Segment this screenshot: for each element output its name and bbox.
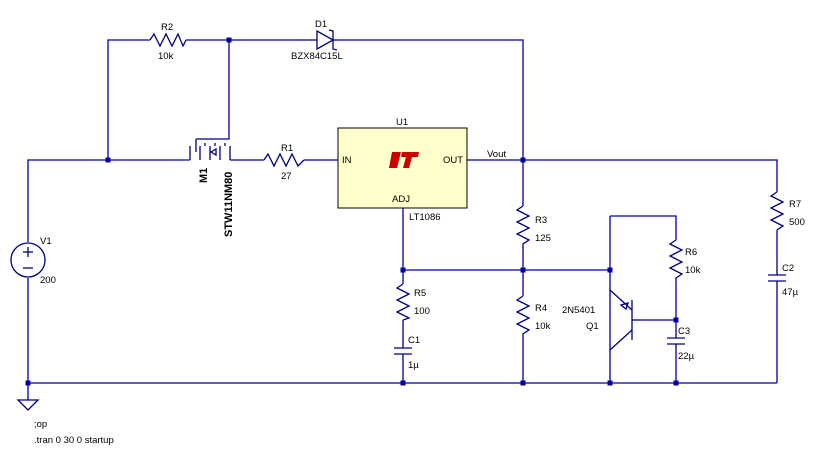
resistor-r3[interactable]: [515, 205, 531, 250]
v1-value: 200: [40, 275, 56, 286]
c1-value: 1µ: [408, 360, 419, 371]
c3-value: 22µ: [678, 351, 695, 362]
v1-ref: V1: [40, 236, 52, 247]
r5-ref: R5: [414, 288, 426, 299]
m1-ref: M1: [198, 168, 210, 183]
c2-ref: C2: [782, 263, 794, 274]
capacitor-c3[interactable]: [667, 330, 685, 352]
junctions: [25, 37, 679, 386]
u1-pin-in: IN: [342, 155, 352, 166]
r2-value: 10k: [158, 51, 174, 62]
zener-diode-d1[interactable]: [300, 29, 338, 51]
c3-ref: C3: [678, 326, 690, 337]
resistor-r1[interactable]: [263, 152, 305, 168]
vout-net-label: Vout: [487, 149, 506, 160]
resistor-r5[interactable]: [395, 283, 411, 321]
capacitor-c1[interactable]: [394, 340, 412, 362]
transistor-q1[interactable]: [609, 289, 640, 351]
capacitor-c2[interactable]: [768, 262, 786, 292]
mosfet-m1[interactable]: [189, 138, 231, 160]
q1-value: 2N5401: [562, 305, 595, 316]
q1-ref: Q1: [586, 321, 599, 332]
r4-value: 10k: [535, 321, 551, 332]
voltage-source-v1[interactable]: [10, 242, 46, 278]
d1-value: BZX84C15L: [291, 51, 343, 62]
c1-ref: C1: [408, 335, 420, 346]
m1-value: STW11NM80: [223, 172, 235, 237]
r6-ref: R6: [685, 247, 697, 258]
u1-pin-adj: ADJ: [392, 194, 410, 205]
resistor-r4[interactable]: [515, 295, 531, 336]
resistor-r2[interactable]: [149, 32, 187, 48]
u1-ref: U1: [396, 117, 408, 128]
spice-directive-tran[interactable]: .tran 0 30 0 startup: [34, 435, 114, 446]
r4-ref: R4: [535, 303, 547, 314]
spice-directive-op[interactable]: ;op: [34, 419, 47, 430]
r6-value: 10k: [685, 265, 701, 276]
u1-value: LT1086: [409, 212, 441, 223]
r1-value: 27: [281, 171, 292, 182]
r7-ref: R7: [789, 199, 801, 210]
r3-ref: R3: [535, 215, 547, 226]
wires: [27, 39, 778, 400]
resistor-r7[interactable]: [769, 191, 785, 231]
regulator-u1[interactable]: [337, 127, 468, 209]
r2-ref: R2: [161, 22, 173, 33]
resistor-r6[interactable]: [668, 239, 684, 282]
d1-ref: D1: [315, 19, 327, 30]
c2-value: 47µ: [782, 287, 799, 298]
lt-logo-icon: [389, 152, 419, 168]
r3-value: 125: [535, 233, 551, 244]
r5-value: 100: [414, 306, 430, 317]
r1-ref: R1: [281, 143, 293, 154]
u1-pin-out: OUT: [443, 155, 463, 166]
r7-value: 500: [789, 217, 805, 228]
ground-icon: [16, 399, 40, 411]
